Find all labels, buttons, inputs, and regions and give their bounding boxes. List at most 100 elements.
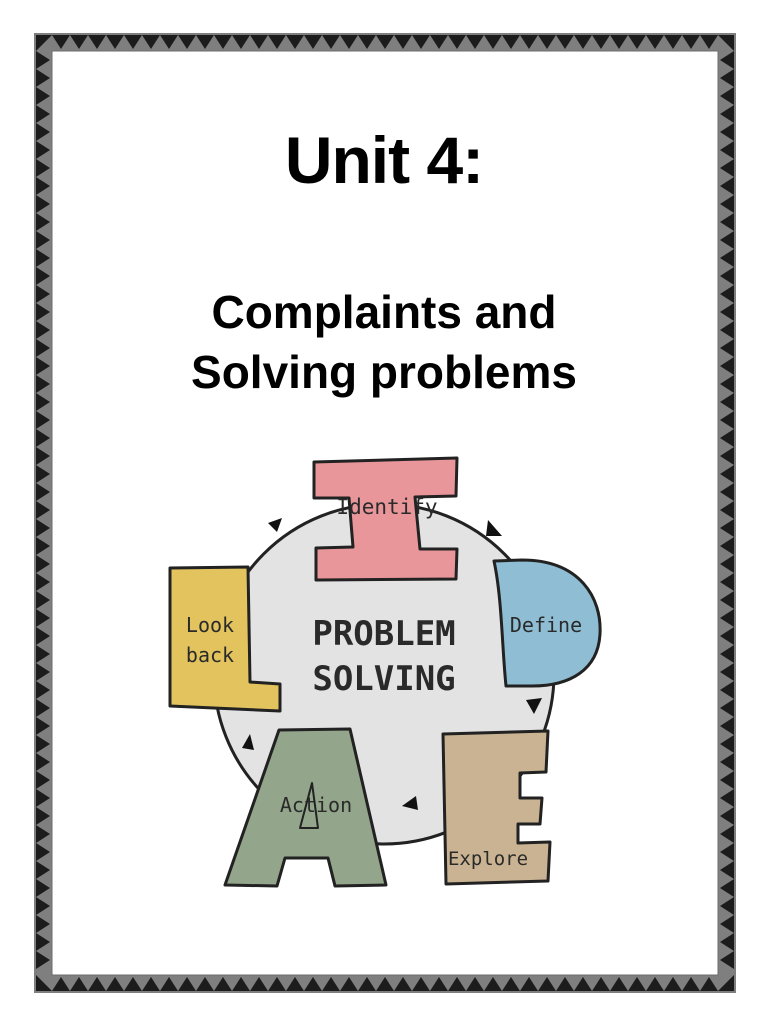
border-triangle	[610, 35, 628, 49]
border-triangle	[520, 35, 538, 49]
border-triangle	[340, 35, 358, 49]
center-label-line-2: SOLVING	[312, 659, 455, 699]
border-triangle	[250, 35, 268, 49]
border-triangle	[720, 843, 734, 861]
border-triangle	[36, 501, 50, 519]
border-triangle	[720, 681, 734, 699]
border-triangle	[268, 35, 286, 49]
border-triangle	[36, 789, 50, 807]
border-triangle	[720, 231, 734, 249]
border-triangle	[720, 285, 734, 303]
border-triangle	[36, 573, 50, 591]
border-triangle	[142, 35, 160, 49]
border-triangle	[720, 609, 734, 627]
border-triangle	[720, 573, 734, 591]
border-triangle	[682, 977, 700, 991]
border-triangle	[520, 977, 538, 991]
border-triangle	[36, 975, 52, 991]
border-triangle	[466, 35, 484, 49]
border-triangle	[286, 977, 304, 991]
border-triangle	[36, 393, 50, 411]
border-triangle	[720, 627, 734, 645]
border-triangle	[196, 35, 214, 49]
border-triangle	[720, 915, 734, 933]
border-triangle	[720, 249, 734, 267]
border-triangle	[720, 753, 734, 771]
border-triangle	[36, 357, 50, 375]
border-triangle	[36, 717, 50, 735]
border-triangle	[484, 977, 502, 991]
border-triangle	[70, 977, 88, 991]
border-triangle	[36, 465, 50, 483]
page-title: Unit 4:	[284, 123, 484, 197]
border-triangle	[214, 35, 232, 49]
border-triangle	[720, 159, 734, 177]
center-label-line-1: PROBLEM	[312, 614, 455, 654]
border-triangle	[36, 645, 50, 663]
border-triangle	[340, 977, 358, 991]
border-triangle	[720, 141, 734, 159]
border-triangle	[700, 35, 718, 49]
border-triangle	[214, 977, 232, 991]
border-triangle	[36, 951, 50, 969]
border-triangle	[592, 35, 610, 49]
border-triangle	[36, 249, 50, 267]
border-triangle	[250, 977, 268, 991]
border-triangle	[106, 977, 124, 991]
border-triangle	[720, 105, 734, 123]
arrow-head-icon	[402, 796, 418, 810]
letter-i-shape	[312, 456, 459, 582]
border-triangle	[538, 35, 556, 49]
border-triangle	[394, 35, 412, 49]
border-triangle	[160, 977, 178, 991]
letter-e-shape	[441, 729, 552, 886]
border-triangle	[720, 429, 734, 447]
border-triangle	[36, 933, 50, 951]
border-triangle	[36, 663, 50, 681]
border-triangle	[268, 977, 286, 991]
border-triangle	[36, 735, 50, 753]
border-triangle	[720, 195, 734, 213]
border-triangle	[286, 35, 304, 49]
border-triangle	[36, 897, 50, 915]
border-triangle	[394, 977, 412, 991]
border-triangle	[36, 825, 50, 843]
border-triangle	[36, 519, 50, 537]
subtitle-line-2: Solving problems	[191, 346, 577, 398]
border-triangle	[36, 87, 50, 105]
step-look-back-label-line-1: Look	[186, 613, 234, 637]
border-triangle	[322, 977, 340, 991]
border-triangle	[36, 339, 50, 357]
border-triangle	[502, 35, 520, 49]
subtitle-line-1: Complaints and	[211, 286, 557, 338]
border-triangle	[36, 159, 50, 177]
border-triangle	[232, 35, 250, 49]
border-triangle	[36, 429, 50, 447]
border-triangle	[430, 35, 448, 49]
border-triangle	[682, 35, 700, 49]
border-triangle	[36, 303, 50, 321]
step-identify: Identify	[312, 456, 459, 582]
border-triangle	[36, 213, 50, 231]
border-triangle	[448, 35, 466, 49]
border-triangle	[720, 87, 734, 105]
border-triangle	[720, 483, 734, 501]
border-triangle	[142, 977, 160, 991]
border-triangle	[88, 977, 106, 991]
border-triangle	[70, 35, 88, 49]
step-action-label: Action	[280, 793, 352, 817]
border-triangle	[36, 861, 50, 879]
border-triangle	[36, 771, 50, 789]
border-triangle	[718, 35, 734, 51]
border-triangle	[720, 123, 734, 141]
border-triangle	[720, 879, 734, 897]
border-triangle	[628, 977, 646, 991]
border-triangle	[304, 977, 322, 991]
border-triangle	[36, 681, 50, 699]
border-triangle	[36, 105, 50, 123]
border-triangle	[52, 35, 70, 49]
border-triangle	[36, 807, 50, 825]
border-triangle	[412, 977, 430, 991]
border-triangle	[304, 35, 322, 49]
border-triangle	[36, 51, 50, 69]
